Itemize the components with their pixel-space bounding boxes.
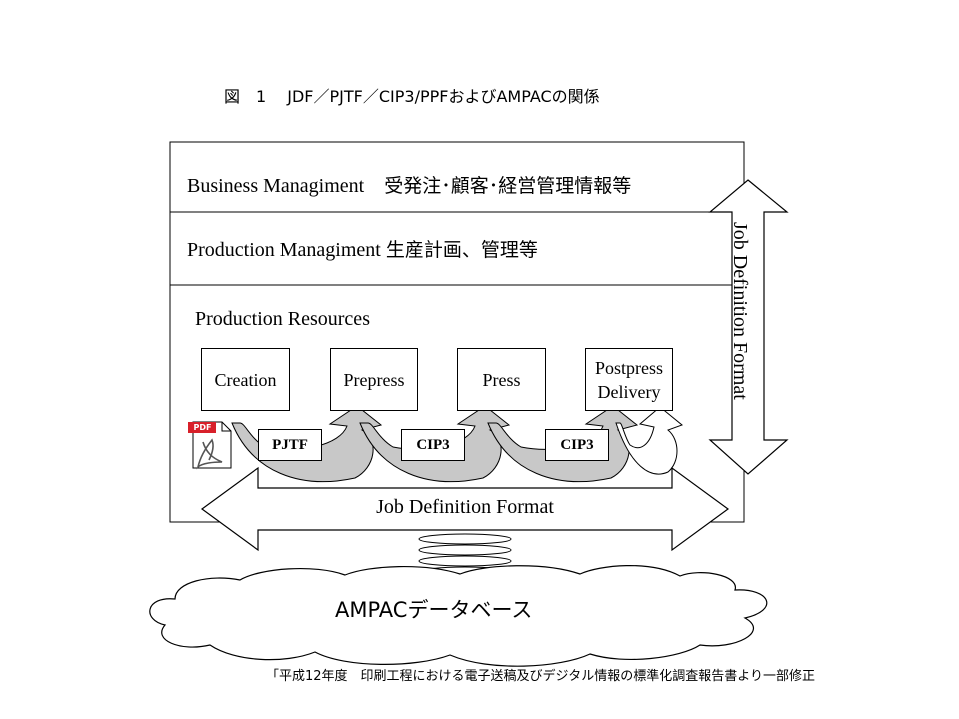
stage-postpress-delivery: Postpress Delivery — [585, 348, 673, 411]
pdf-icon — [188, 421, 232, 470]
business-layer-label: Business Managiment 受発注･顧客･経営管理情報等 — [187, 171, 631, 198]
source-note: 「平成12年度 印刷工程における電子送稿及びデジタル情報の標準化調査報告書より一… — [266, 669, 816, 684]
business-layer-title: Business Managiment — [187, 175, 365, 197]
horizontal-jdf-arrow — [200, 466, 730, 552]
vertical-jdf-arrow — [708, 179, 789, 475]
stage-creation: Creation — [201, 348, 290, 411]
pdf-icon-label: PDF — [193, 423, 212, 432]
format-cip3-prepress: CIP3 — [401, 429, 465, 461]
production-layer-jp: 生産計画、管理等 — [385, 239, 538, 261]
database-label-text: AMPACデータベース — [335, 598, 533, 622]
database-cloud — [149, 565, 768, 667]
stage-prepress: Prepress — [330, 348, 418, 411]
figure-title: 図 1 JDF／PJTF／CIP3/PPFおよびAMPACの関係 — [224, 87, 600, 106]
production-layer-title: Production Managiment — [187, 239, 381, 261]
flow-arrow-4 — [615, 406, 684, 475]
flow-arrows — [231, 405, 684, 483]
jdf-horizontal-label: Job Definition Format — [376, 496, 554, 518]
flow-arrow-3 — [487, 405, 639, 483]
resources-layer-title: Production Resources — [195, 308, 370, 330]
format-pjtf: PJTF — [258, 429, 322, 461]
stage-press: Press — [457, 348, 546, 411]
format-cip3-press: CIP3 — [545, 429, 609, 461]
business-layer-jp: 受発注･顧客･経営管理情報等 — [384, 175, 632, 197]
jdf-vertical-label: Job Definition Format — [729, 222, 751, 400]
database-label: AMPACデータベース — [335, 594, 532, 624]
